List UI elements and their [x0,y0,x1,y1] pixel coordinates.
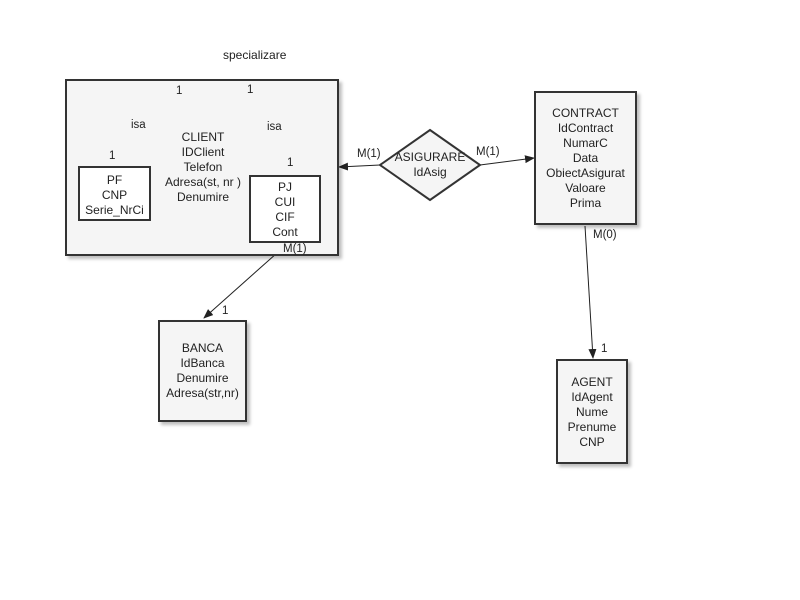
banca-attr: Adresa(str,nr) [166,386,239,400]
specializare-label: specializare [223,48,287,62]
cardinality-pj-banca: M(1) [283,243,307,255]
pf-name: PF [106,173,123,187]
isa-label-right: isa [267,121,282,133]
banca-attr: IdBanca [180,356,225,370]
cardinality-top-right: 1 [247,84,254,96]
agent-attr: IdAgent [571,390,613,404]
client-attributes: CLIENT IDClient Telefon Adresa(st, nr ) … [67,130,339,205]
agent-name: AGENT [571,375,613,389]
agent-entity[interactable]: AGENT IdAgent Nume Prenume CNP [556,359,628,464]
pf-entity[interactable]: PF CNP Serie_NrCi [78,166,151,221]
client-attr: Adresa(st, nr ) [164,175,242,189]
agent-attributes: AGENT IdAgent Nume Prenume CNP [558,375,626,450]
contract-attr: Valoare [565,181,606,195]
contract-attr: ObiectAsigurat [546,166,625,180]
agent-attr: CNP [579,435,605,449]
isa-label-left: isa [131,119,146,131]
contract-attr: Prima [569,196,602,210]
pj-attr: Cont [272,225,298,239]
asigurare-diamond[interactable] [378,128,482,202]
client-name: CLIENT [181,130,225,144]
pf-attr: CNP [101,188,128,202]
contract-attributes: CONTRACT IdContract NumarC Data ObiectAs… [536,106,635,211]
asigurare-attributes: ASIGURARE IdAsig [380,150,480,180]
pj-entity[interactable]: PJ CUI CIF Cont [249,175,321,243]
pf-attr: Serie_NrCi [85,203,144,217]
pf-attributes: PF CNP Serie_NrCi [80,173,149,218]
agent-attr: Nume [575,405,608,419]
cardinality-banca: 1 [222,305,229,317]
cardinality-top-left: 1 [176,85,183,97]
agent-attr: Prenume [567,420,617,434]
edge-asigurare-client [338,162,381,171]
cardinality-client-asigurare: M(1) [357,148,381,160]
client-attr: Denumire [176,190,230,204]
cardinality-agent: 1 [601,343,608,355]
pj-name: PJ [277,180,292,194]
pj-attr: CIF [275,210,295,224]
edge-asigurare-contract [479,155,535,166]
contract-entity[interactable]: CONTRACT IdContract NumarC Data ObiectAs… [534,91,637,225]
contract-attr: Data [572,151,599,165]
client-attr: Telefon [183,160,223,174]
cardinality-contract-agent: M(0) [593,229,617,241]
cardinality-pj: 1 [287,157,294,169]
edge-contract-agent [584,225,597,359]
asigurare-attr: IdAsig [413,165,447,179]
contract-attr: NumarC [563,136,608,150]
edge-pj-banca [203,252,278,319]
banca-attr: Denumire [176,371,229,385]
asigurare-name: ASIGURARE [394,150,466,164]
pj-attr: CUI [274,195,296,209]
cardinality-pf: 1 [109,150,116,162]
contract-attr: IdContract [557,121,614,135]
contract-name: CONTRACT [552,106,619,120]
pj-attributes: PJ CUI CIF Cont [251,180,319,240]
banca-attributes: BANCA IdBanca Denumire Adresa(str,nr) [160,341,245,401]
banca-name: BANCA [181,341,224,355]
cardinality-asigurare-contract: M(1) [476,146,500,158]
client-attr: IDClient [181,145,225,159]
banca-entity[interactable]: BANCA IdBanca Denumire Adresa(str,nr) [158,320,247,422]
